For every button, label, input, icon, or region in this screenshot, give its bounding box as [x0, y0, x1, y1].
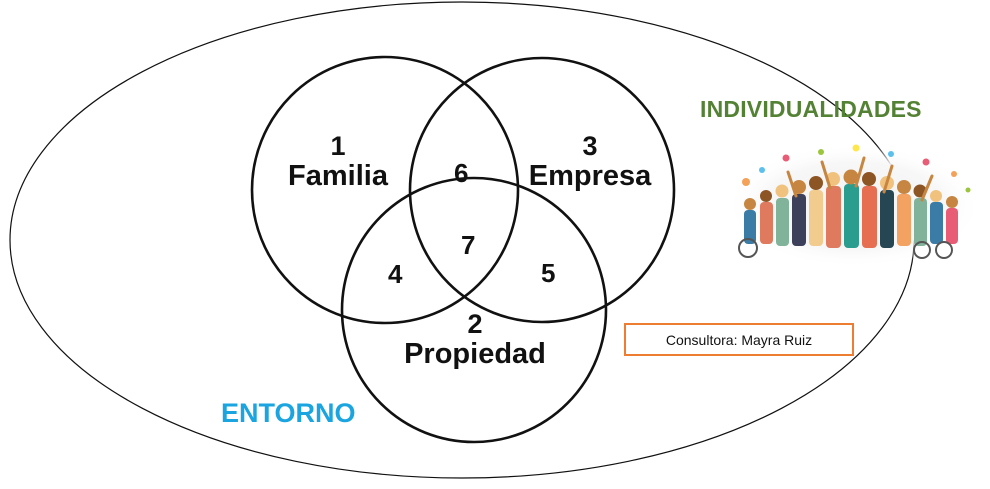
- empresa-circle: [408, 56, 676, 324]
- familia-circle: [250, 55, 520, 325]
- region-familia-empresa: 6: [454, 158, 469, 188]
- region-empresa-propiedad: 5: [541, 258, 556, 288]
- consultant-note-text: Consultora: Mayra Ruiz: [665, 331, 813, 348]
- propiedad-name: Propiedad: [404, 338, 546, 371]
- familia-name: Familia: [288, 160, 388, 193]
- entorno-label: ENTORNO: [221, 398, 356, 428]
- familia-number: 1: [330, 131, 346, 161]
- empresa-label: 3 Empresa: [515, 131, 665, 193]
- crowd-illustration-icon: [726, 144, 982, 268]
- individualidades-label: INDIVIDUALIDADES: [700, 96, 922, 122]
- empresa-number: 3: [582, 131, 598, 161]
- region-familia-propiedad: 4: [388, 259, 403, 289]
- empresa-name: Empresa: [528, 160, 652, 193]
- familia-label: 1 Familia: [268, 131, 408, 193]
- region-center: 7: [461, 230, 476, 260]
- consultant-note: Consultora: Mayra Ruiz: [624, 323, 854, 356]
- propiedad-label: 2 Propiedad: [390, 309, 560, 371]
- propiedad-circle: [340, 176, 608, 444]
- propiedad-number: 2: [467, 309, 483, 339]
